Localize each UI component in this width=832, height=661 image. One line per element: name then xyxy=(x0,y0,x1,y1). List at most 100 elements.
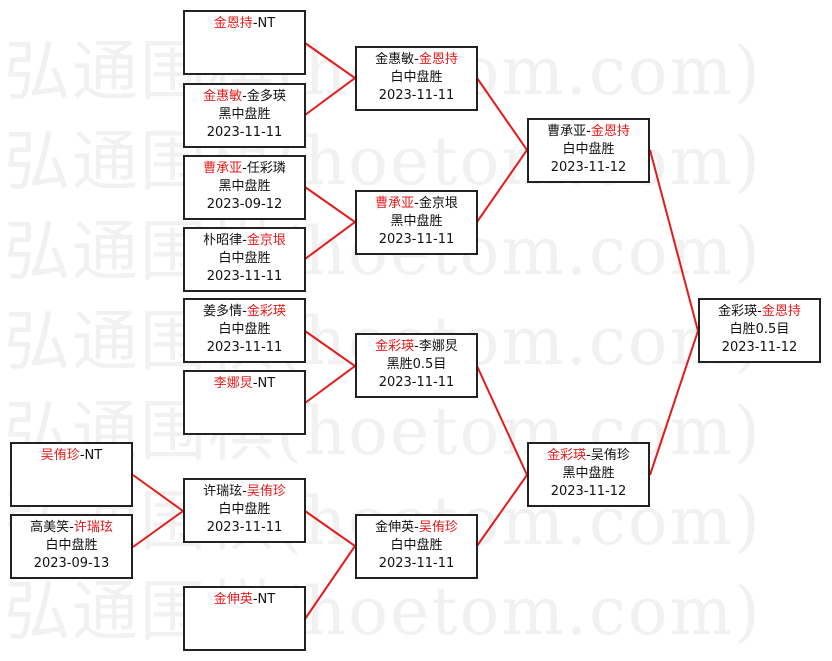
connector-line xyxy=(649,149,700,476)
match-players: 许瑞玹-吴侑珍 xyxy=(185,483,304,501)
match-players: 吴侑珍-NT xyxy=(12,447,131,465)
match-players: 金彩瑛-李娜炅 xyxy=(357,338,476,356)
black-player: 姜多情 xyxy=(203,304,243,319)
separator: - xyxy=(79,448,85,463)
match-box: 金伸英-NT xyxy=(183,586,306,651)
match-date: 2023-11-11 xyxy=(206,340,283,355)
match-date: 2023-11-12 xyxy=(550,484,627,499)
match-date: 2023-11-11 xyxy=(378,88,455,103)
match-result: 黑中盘胜 xyxy=(562,466,615,481)
connector-line xyxy=(304,42,357,116)
separator: - xyxy=(69,520,74,535)
white-player: NT xyxy=(257,16,276,31)
black-player: 金惠敏 xyxy=(375,52,415,67)
match-players: 朴昭律-金京垠 xyxy=(185,232,304,250)
white-player: NT xyxy=(257,376,276,391)
black-player: 高美笑 xyxy=(30,520,70,535)
separator: - xyxy=(242,89,247,104)
match-date: 2023-11-12 xyxy=(550,160,627,175)
match-box: 姜多情-金彩瑛白中盘胜 2023-11-11 xyxy=(183,298,306,363)
white-player: 李娜炅 xyxy=(418,339,458,354)
separator: - xyxy=(586,448,591,463)
white-player: 金彩瑛 xyxy=(246,304,286,319)
match-date: 2023-11-11 xyxy=(206,125,283,140)
match-date: 2023-11-11 xyxy=(378,232,455,247)
match-box: 李娜炅-NT xyxy=(183,370,306,435)
match-box: 金彩瑛-吴侑珍黑中盘胜 2023-11-12 xyxy=(527,442,650,507)
black-player: 曹承亚 xyxy=(547,124,587,139)
white-player: 任彩璘 xyxy=(246,161,286,176)
match-players: 金惠敏-金多瑛 xyxy=(185,88,304,106)
connector-line xyxy=(476,365,529,547)
separator: - xyxy=(757,304,762,319)
match-date: 2023-11-12 xyxy=(721,340,798,355)
white-player: 金京垠 xyxy=(418,196,458,211)
separator: - xyxy=(414,339,419,354)
white-player: 吴侑珍 xyxy=(590,448,630,463)
connector-line xyxy=(304,186,357,260)
match-date: 2023-11-11 xyxy=(378,556,455,571)
match-players: 曹承亚-金恩持 xyxy=(529,123,648,141)
white-player: NT xyxy=(84,448,103,463)
black-player: 曹承亚 xyxy=(203,161,243,176)
separator: - xyxy=(242,484,247,499)
black-player: 金彩瑛 xyxy=(718,304,758,319)
black-player: 朴昭律 xyxy=(203,233,243,248)
black-player: 金惠敏 xyxy=(203,89,243,104)
separator: - xyxy=(242,233,247,248)
black-player: 李娜炅 xyxy=(213,376,253,391)
black-player: 金恩持 xyxy=(213,16,253,31)
separator: - xyxy=(252,592,258,607)
separator: - xyxy=(242,161,247,176)
white-player: 金恩持 xyxy=(761,304,801,319)
match-box: 金恩持-NT xyxy=(183,10,306,75)
black-player: 金彩瑛 xyxy=(375,339,415,354)
white-player: 吴侑珍 xyxy=(418,520,458,535)
white-player: 吴侑珍 xyxy=(246,484,286,499)
match-result: 黑中盘胜 xyxy=(390,214,443,229)
match-result: 白中盘胜 xyxy=(218,251,271,266)
black-player: 吴侑珍 xyxy=(40,448,80,463)
match-result: 白中盘胜 xyxy=(562,142,615,157)
white-player: 金多瑛 xyxy=(246,89,286,104)
match-result: 黑中盘胜 xyxy=(218,107,271,122)
match-players: 金彩瑛-金恩持 xyxy=(700,303,819,321)
match-players: 金恩持-NT xyxy=(185,15,304,33)
match-result: 黑中盘胜 xyxy=(218,179,271,194)
separator: - xyxy=(414,520,419,535)
match-result: 白中盘胜 xyxy=(390,538,443,553)
match-box: 朴昭律-金京垠白中盘胜 2023-11-11 xyxy=(183,227,306,292)
separator: - xyxy=(252,376,258,391)
separator: - xyxy=(252,16,258,31)
match-players: 曹承亚-金京垠 xyxy=(357,195,476,213)
match-result: 白中盘胜 xyxy=(390,70,443,85)
connector-line xyxy=(304,330,357,404)
match-result: 白中盘胜 xyxy=(218,502,271,517)
match-date: 2023-11-11 xyxy=(378,375,455,390)
match-result: 白中盘胜 xyxy=(218,322,271,337)
match-date: 2023-11-11 xyxy=(206,269,283,284)
white-player: NT xyxy=(257,592,276,607)
match-box: 吴侑珍-NT xyxy=(10,442,133,507)
white-player: 金恩持 xyxy=(418,52,458,67)
match-result: 白胜0.5目 xyxy=(729,322,790,337)
black-player: 金彩瑛 xyxy=(547,448,587,463)
connector-line xyxy=(132,474,185,548)
match-players: 高美笑-许瑞玹 xyxy=(12,519,131,537)
match-date: 2023-11-11 xyxy=(206,520,283,535)
separator: - xyxy=(414,196,419,211)
match-date: 2023-09-13 xyxy=(33,556,110,571)
black-player: 曹承亚 xyxy=(375,196,415,211)
match-players: 姜多情-金彩瑛 xyxy=(185,303,304,321)
black-player: 金伸英 xyxy=(213,592,253,607)
match-players: 曹承亚-任彩璘 xyxy=(185,160,304,178)
match-date: 2023-09-12 xyxy=(206,197,283,212)
black-player: 许瑞玹 xyxy=(203,484,243,499)
